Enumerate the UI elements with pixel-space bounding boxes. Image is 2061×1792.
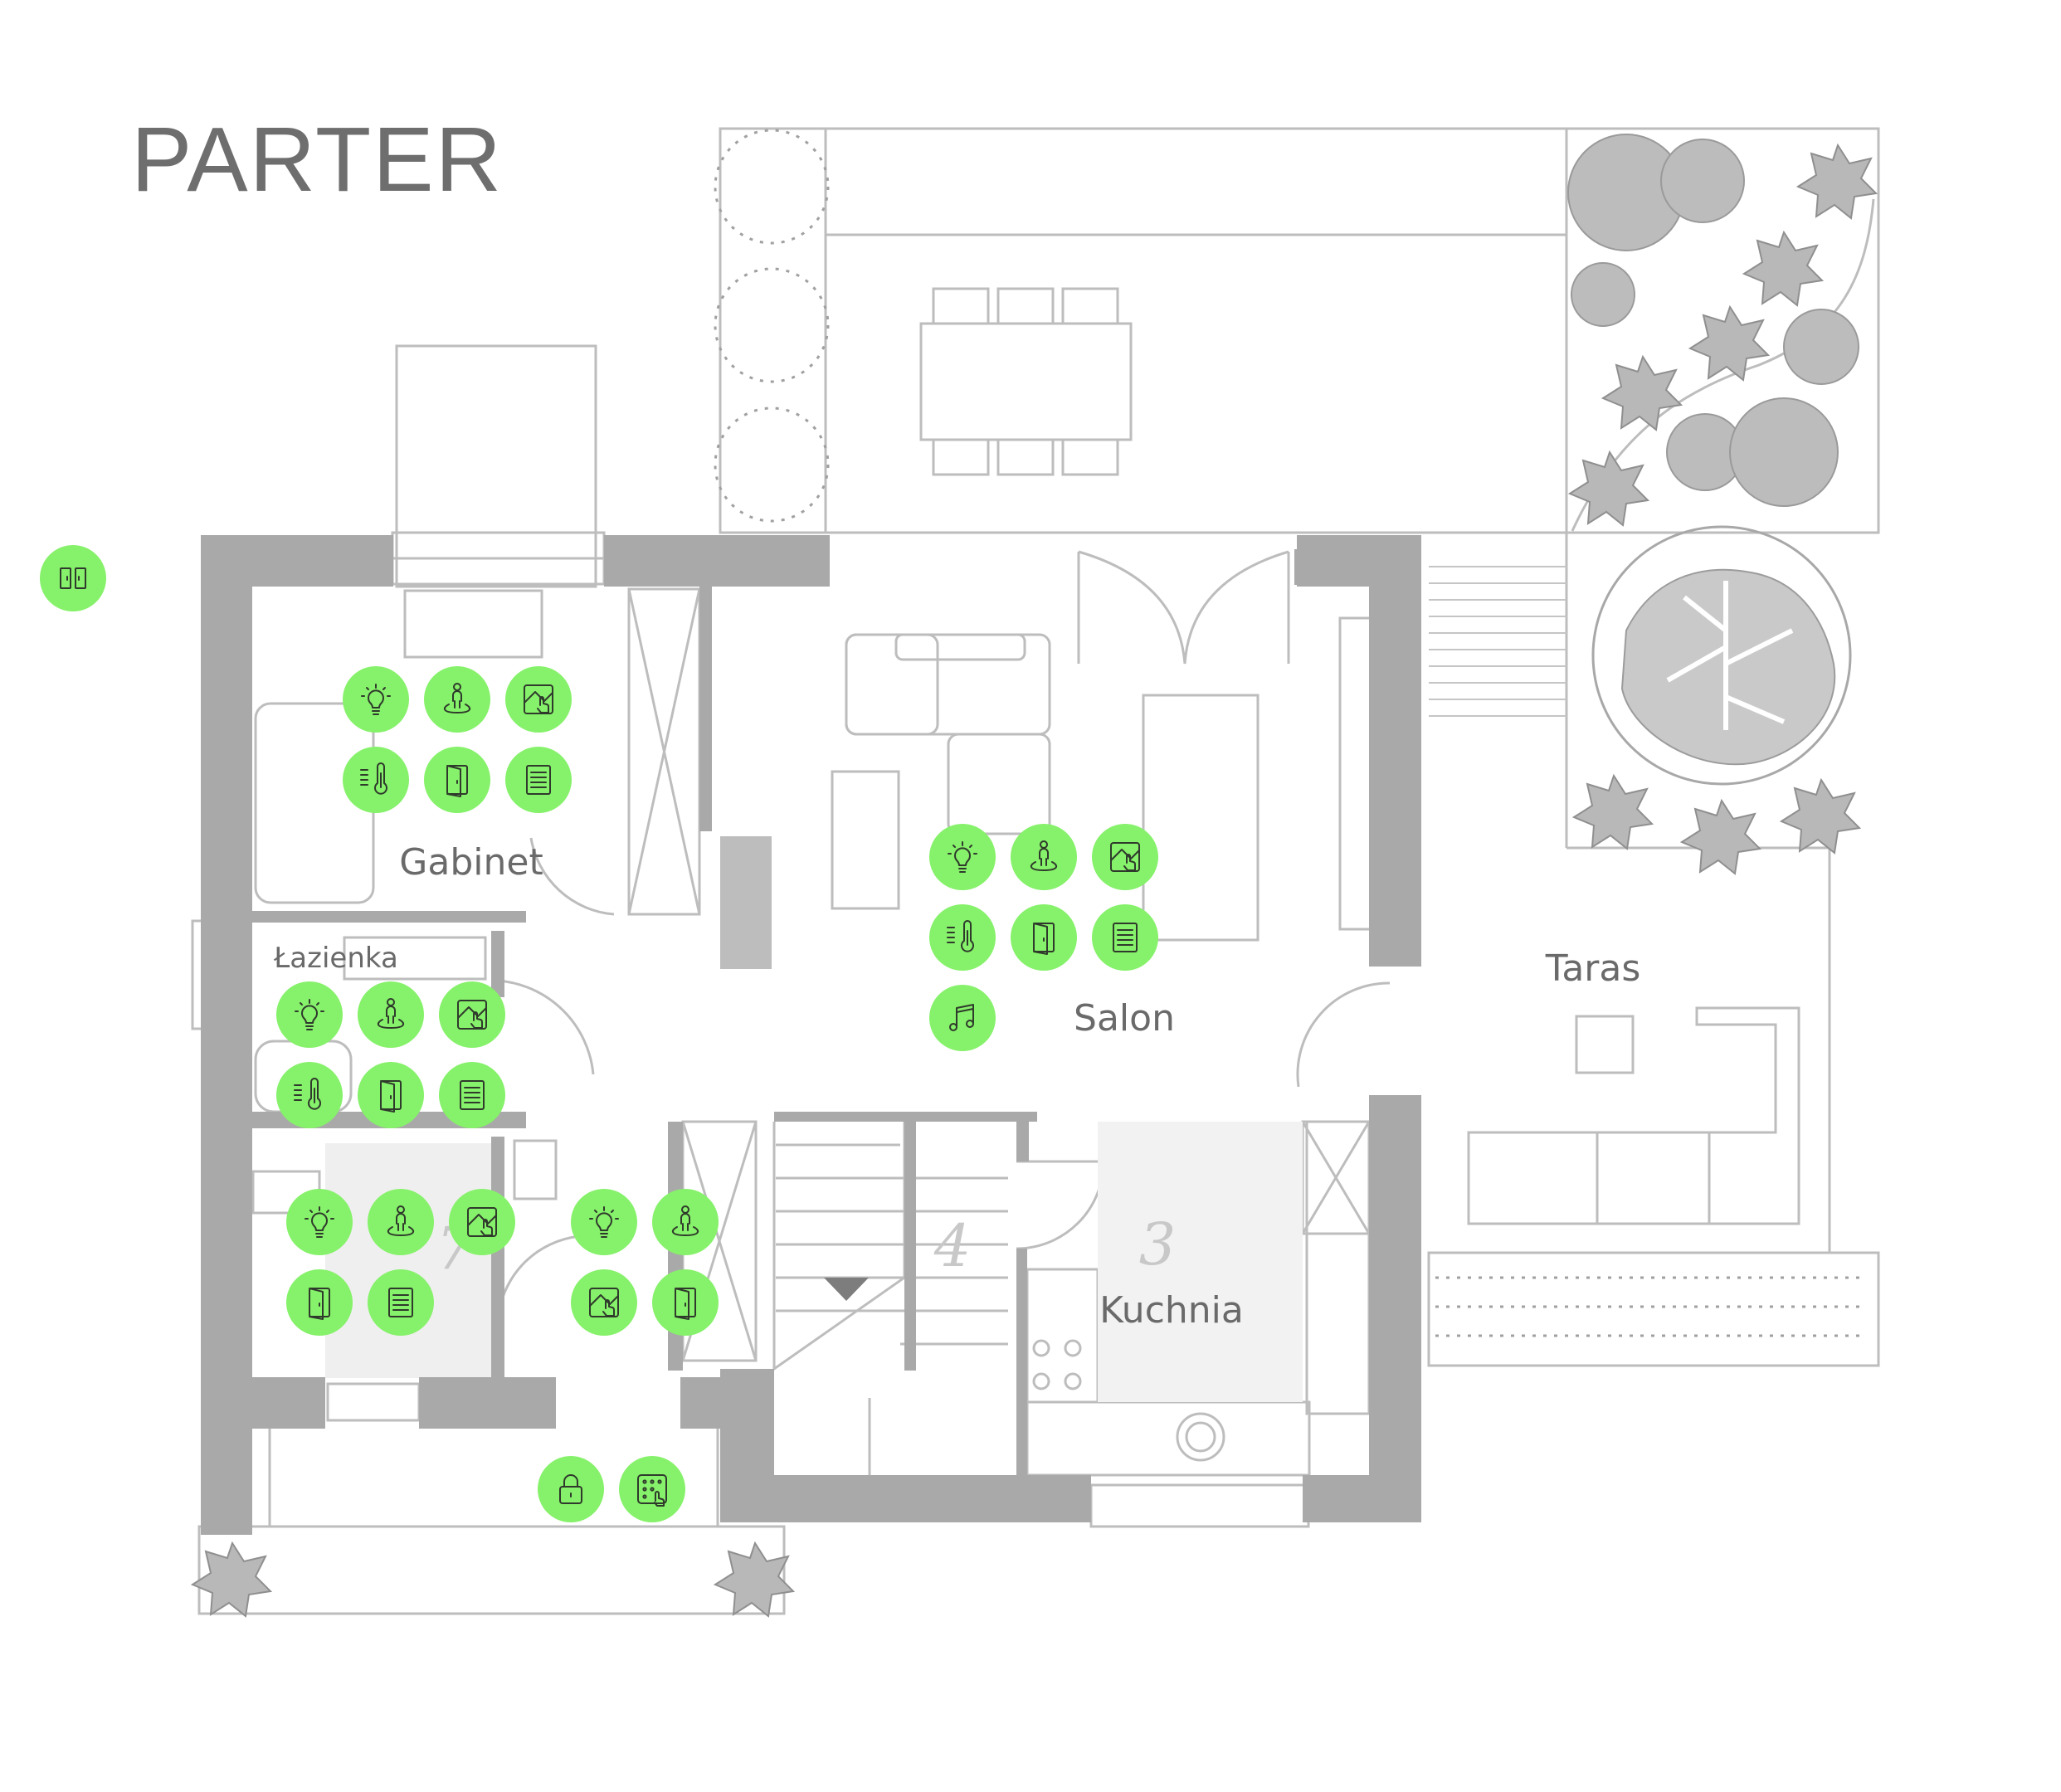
salon-temperature-button[interactable] bbox=[929, 904, 996, 971]
pralnia-scenario-button[interactable] bbox=[368, 1269, 434, 1336]
blinds-icon bbox=[524, 684, 553, 714]
salon-scenario-button[interactable] bbox=[1092, 904, 1158, 971]
gabinet-blinds-button[interactable] bbox=[505, 666, 572, 733]
room-number-schody: 4 bbox=[933, 1212, 972, 1280]
room-label-gabinet: Gabinet bbox=[399, 841, 543, 884]
korytarz-door-button[interactable] bbox=[652, 1269, 719, 1336]
salon-presence-button[interactable] bbox=[1011, 824, 1077, 890]
room-label-kuchnia: Kuchnia bbox=[1099, 1289, 1244, 1332]
presence-sensor-icon bbox=[671, 1205, 699, 1236]
korytarz-presence-button[interactable] bbox=[652, 1189, 719, 1255]
light-bulb-icon bbox=[295, 999, 324, 1030]
korytarz-blinds-button[interactable] bbox=[571, 1269, 637, 1336]
salon-blinds-button[interactable] bbox=[1092, 824, 1158, 890]
presence-sensor-icon bbox=[387, 1205, 415, 1236]
padlock-icon bbox=[559, 1474, 582, 1504]
blinds-icon bbox=[467, 1207, 497, 1237]
light-bulb-icon bbox=[948, 841, 977, 873]
room-label-taras: Taras bbox=[1545, 947, 1641, 990]
scenario-list-icon bbox=[526, 765, 551, 795]
presence-sensor-icon bbox=[377, 998, 405, 1029]
korytarz-light-button[interactable] bbox=[571, 1189, 637, 1255]
keypad-icon bbox=[637, 1474, 667, 1507]
pralnia-light-button[interactable] bbox=[286, 1189, 353, 1255]
blinds-icon bbox=[1110, 842, 1140, 872]
gabinet-light-button[interactable] bbox=[343, 666, 409, 733]
wejscie-keypad-button[interactable] bbox=[619, 1456, 685, 1522]
door-icon bbox=[446, 765, 468, 797]
thermometer-icon bbox=[360, 762, 387, 795]
lazienka-door-button[interactable] bbox=[358, 1062, 424, 1128]
door-icon bbox=[309, 1288, 330, 1320]
light-bulb-icon bbox=[305, 1206, 334, 1238]
presence-sensor-icon bbox=[443, 683, 471, 713]
lazienka-temperature-button[interactable] bbox=[276, 1062, 343, 1128]
thermometer-icon bbox=[947, 920, 974, 952]
scenario-list-icon bbox=[1113, 923, 1138, 952]
gabinet-presence-button[interactable] bbox=[424, 666, 490, 733]
pralnia-blinds-button[interactable] bbox=[449, 1189, 515, 1255]
gabinet-scenario-button[interactable] bbox=[505, 747, 572, 813]
lazienka-blinds-button[interactable] bbox=[439, 981, 505, 1048]
salon-light-button[interactable] bbox=[929, 824, 996, 890]
presence-sensor-icon bbox=[1030, 840, 1058, 871]
room-label-salon: Salon bbox=[1074, 997, 1175, 1040]
scenario-list-icon bbox=[460, 1080, 485, 1110]
lazienka-presence-button[interactable] bbox=[358, 981, 424, 1048]
door-icon bbox=[1033, 923, 1055, 955]
pralnia-presence-button[interactable] bbox=[368, 1189, 434, 1255]
door-icon bbox=[380, 1080, 402, 1113]
blinds-icon bbox=[457, 1000, 487, 1030]
thermometer-icon bbox=[294, 1078, 321, 1110]
room-number-kuchnia: 3 bbox=[1138, 1210, 1177, 1278]
pralnia-door-button[interactable] bbox=[286, 1269, 353, 1336]
door-icon bbox=[675, 1288, 696, 1320]
salon-music-button[interactable] bbox=[929, 985, 996, 1051]
music-note-icon bbox=[949, 1004, 974, 1031]
light-bulb-icon bbox=[361, 684, 391, 715]
lazienka-scenario-button[interactable] bbox=[439, 1062, 505, 1128]
salon-door-button[interactable] bbox=[1011, 904, 1077, 971]
gabinet-door-button[interactable] bbox=[424, 747, 490, 813]
floor-title: PARTER bbox=[131, 109, 504, 211]
scenario-list-icon bbox=[388, 1288, 413, 1317]
gabinet-temperature-button[interactable] bbox=[343, 747, 409, 813]
outside-gate-button[interactable] bbox=[40, 545, 106, 611]
lazienka-light-button[interactable] bbox=[276, 981, 343, 1048]
room-label-lazienka: Łazienka bbox=[274, 942, 398, 975]
light-bulb-icon bbox=[589, 1206, 619, 1238]
gate-icon bbox=[60, 567, 86, 589]
wejscie-lock-button[interactable] bbox=[538, 1456, 604, 1522]
blinds-icon bbox=[589, 1288, 619, 1317]
